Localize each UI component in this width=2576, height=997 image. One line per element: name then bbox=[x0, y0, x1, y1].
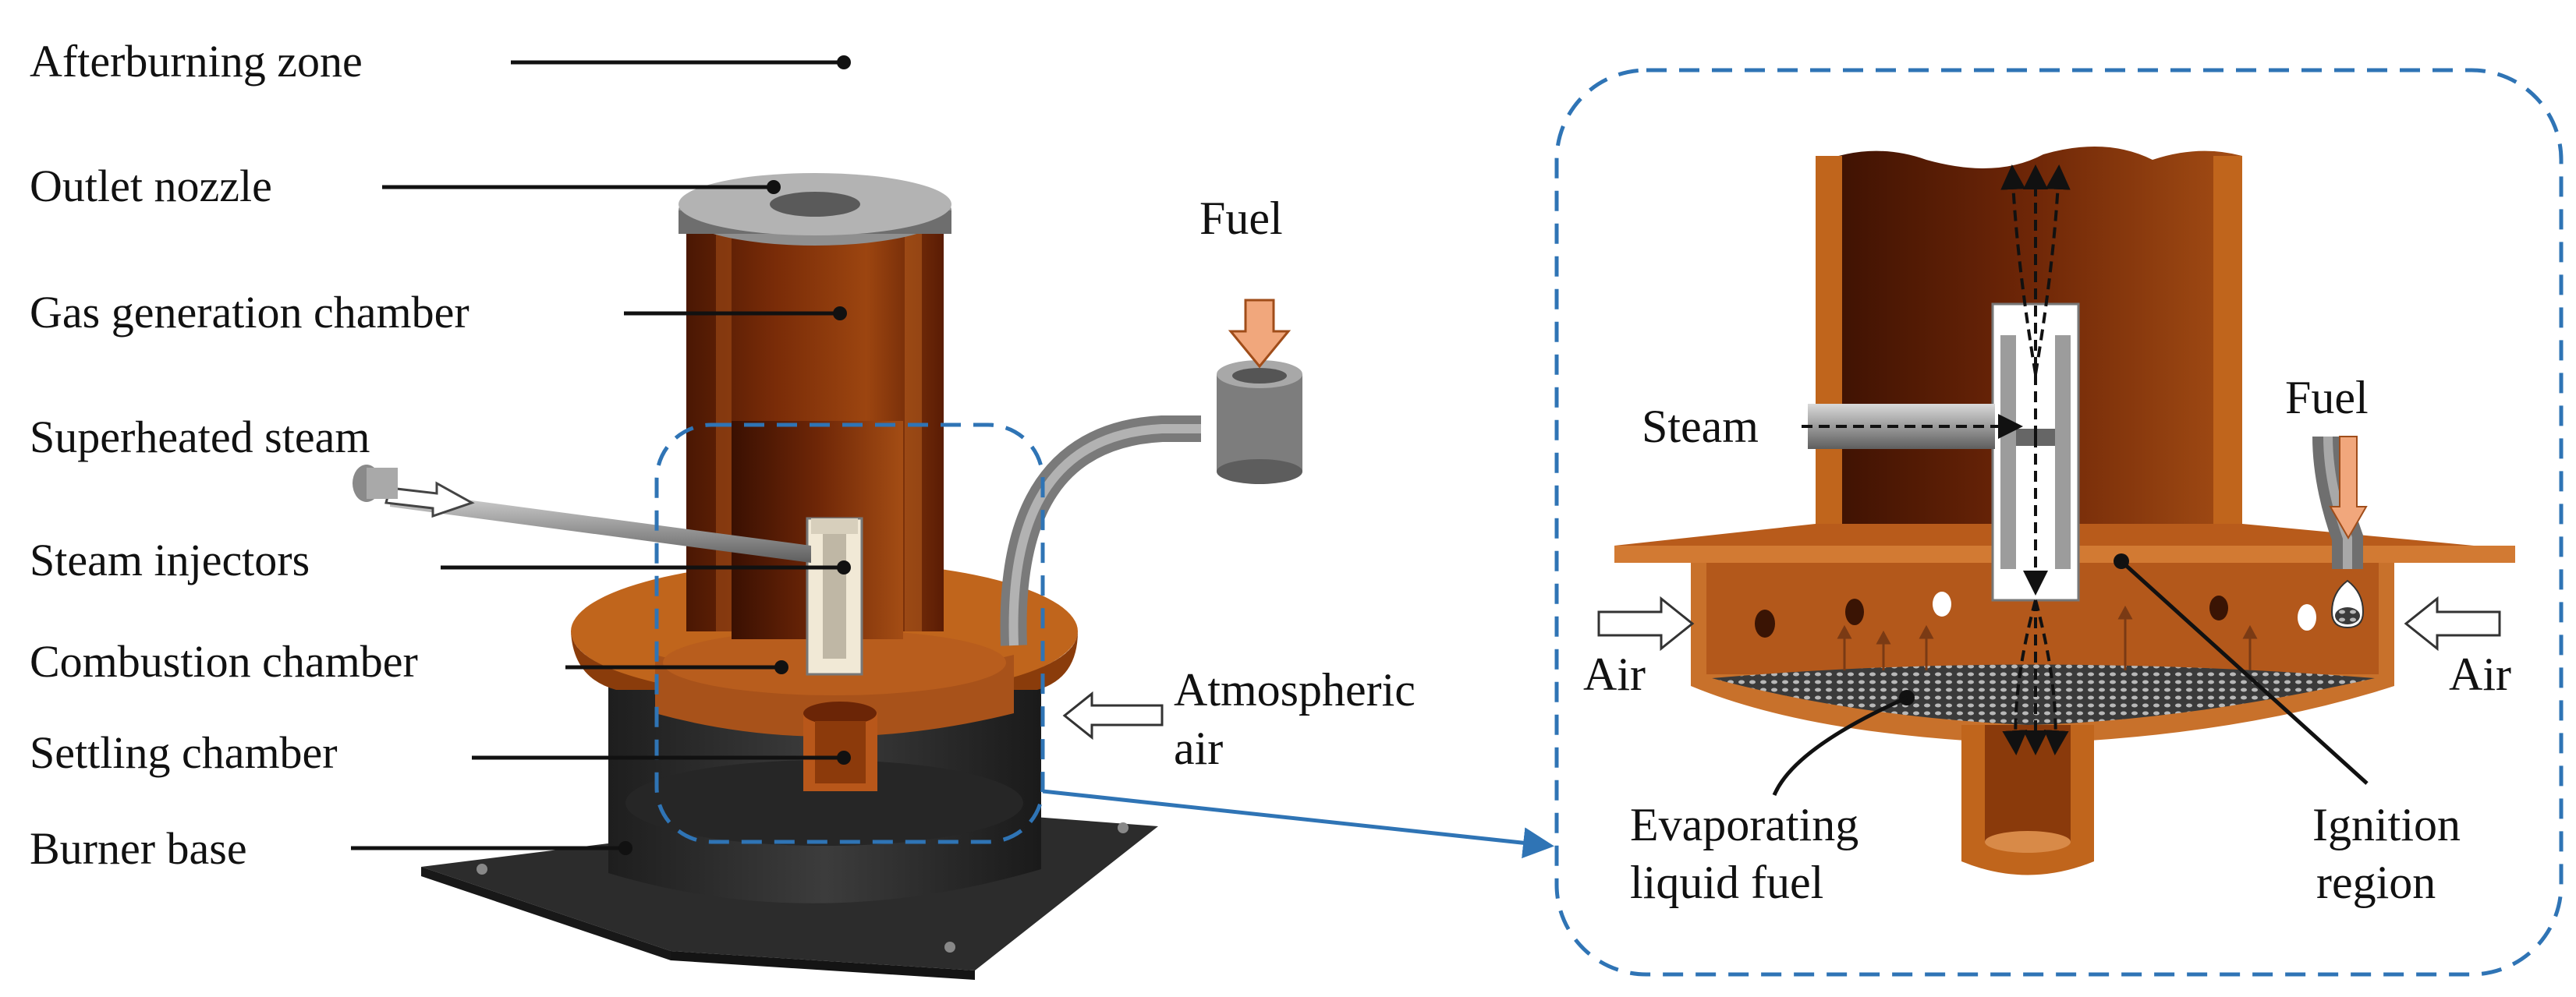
label-fuel-detail: Fuel bbox=[2285, 372, 2369, 423]
label-afterburning-zone: Afterburning zone bbox=[30, 36, 363, 87]
label-air: air bbox=[1174, 723, 1223, 774]
label-region: region bbox=[2316, 857, 2436, 908]
label-gas-generation-chamber: Gas generation chamber bbox=[30, 287, 469, 338]
label-burner-base: Burner base bbox=[30, 823, 247, 874]
zoom-connector bbox=[1042, 789, 1554, 859]
detail-labels: Steam Fuel Air Air Evaporating liquid fu… bbox=[1583, 372, 2511, 908]
label-atmospheric: Atmospheric bbox=[1174, 664, 1416, 716]
fuel-arrow bbox=[1228, 299, 1292, 369]
label-liquid-fuel: liquid fuel bbox=[1630, 857, 1823, 908]
label-fuel-main: Fuel bbox=[1199, 193, 1283, 244]
label-ignition: Ignition bbox=[2312, 799, 2461, 850]
label-superheated-steam: Superheated steam bbox=[30, 412, 370, 462]
steam-inlet-arrow bbox=[384, 481, 475, 518]
label-combustion-chamber: Combustion chamber bbox=[30, 636, 418, 687]
fuel-inlet-cup bbox=[1217, 374, 1302, 472]
air-arrow-left bbox=[1597, 596, 1695, 652]
burner-3d-model bbox=[353, 173, 1302, 980]
label-steam-injectors: Steam injectors bbox=[30, 535, 310, 585]
label-air-left: Air bbox=[1583, 649, 1646, 700]
detail-fuel-arrow bbox=[2329, 436, 2368, 540]
detail-cross-section bbox=[1597, 147, 2515, 875]
atmospheric-air-arrow bbox=[1062, 691, 1164, 741]
air-arrow-right bbox=[2404, 596, 2501, 652]
label-outlet-nozzle: Outlet nozzle bbox=[30, 161, 272, 211]
left-labels: Afterburning zone Outlet nozzle Gas gene… bbox=[30, 36, 1416, 874]
detail-region-marker bbox=[654, 422, 1045, 844]
detail-view-frame bbox=[1554, 68, 2564, 977]
superheated-steam-pipe bbox=[390, 490, 811, 563]
label-evaporating: Evaporating bbox=[1630, 799, 1858, 850]
label-settling-chamber: Settling chamber bbox=[30, 727, 338, 778]
label-air-right: Air bbox=[2449, 649, 2511, 700]
label-steam: Steam bbox=[1642, 401, 1759, 452]
